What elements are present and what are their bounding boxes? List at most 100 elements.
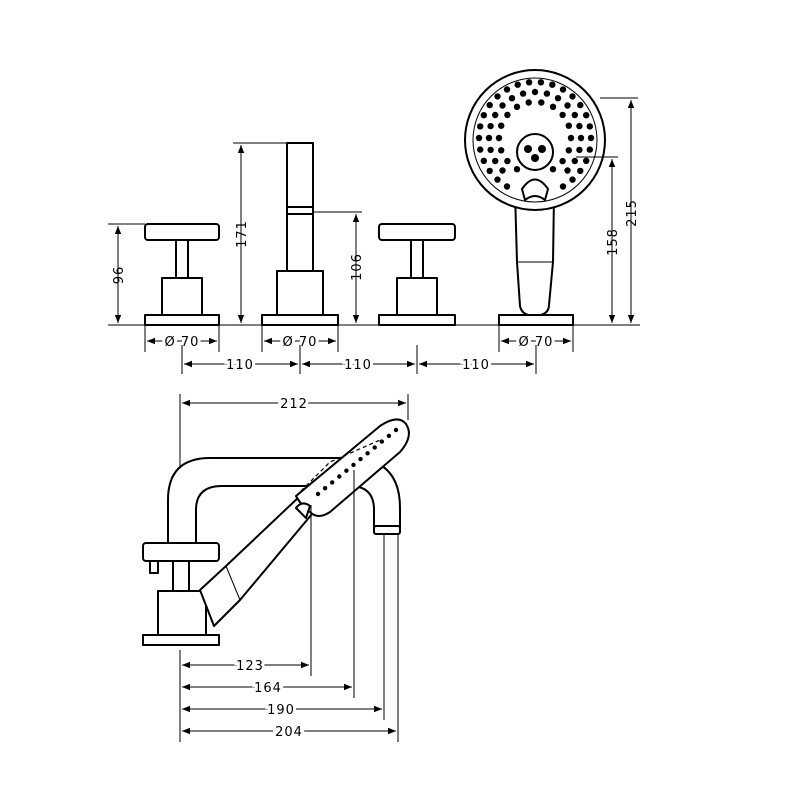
shower-nozzle bbox=[486, 167, 493, 175]
shower-nozzle bbox=[504, 157, 511, 165]
shower-base bbox=[498, 314, 574, 326]
dim-204-label: 204 bbox=[275, 725, 303, 740]
side-shower-nozzle bbox=[322, 486, 328, 491]
front-view: 96 171 106 158 215 Ø 70 Ø 70 bbox=[108, 69, 640, 376]
shower-nozzle bbox=[525, 99, 532, 106]
shower-nozzle bbox=[538, 99, 545, 106]
left-valve bbox=[144, 223, 220, 326]
shower-nozzle bbox=[494, 93, 501, 100]
shower-nozzle bbox=[537, 79, 545, 86]
side-shower-hidden-line bbox=[295, 439, 381, 497]
front-vertical-dimensions: 96 171 106 158 215 bbox=[108, 97, 640, 326]
shower-nozzle bbox=[577, 101, 584, 109]
shower-nozzle bbox=[498, 147, 505, 154]
side-shower-nozzle bbox=[379, 439, 384, 444]
shower-nozzles bbox=[475, 79, 595, 190]
side-valve-body bbox=[157, 590, 207, 636]
shower-neck bbox=[521, 178, 549, 201]
shower-nozzle bbox=[569, 93, 576, 100]
side-view: 212 123 164 190 204 bbox=[142, 394, 410, 743]
shower-nozzle bbox=[571, 111, 578, 119]
shower-nozzle bbox=[567, 134, 575, 142]
side-shower-nozzle bbox=[330, 480, 335, 485]
side-shower-nozzle bbox=[386, 433, 392, 438]
right-valve-base bbox=[378, 314, 456, 326]
side-shower-nozzle bbox=[372, 445, 377, 450]
dim-dia-spout-label: Ø 70 bbox=[283, 335, 318, 350]
front-diameter-dimensions: Ø 70 Ø 70 Ø 70 bbox=[144, 325, 574, 353]
shower-nozzle bbox=[571, 157, 578, 165]
side-shower-nozzle bbox=[365, 451, 370, 456]
side-shower-nozzle bbox=[393, 427, 399, 433]
shower-nozzle bbox=[513, 103, 521, 111]
shower-nozzle bbox=[564, 102, 571, 109]
shower-nozzle bbox=[499, 167, 506, 174]
dim-171-label: 171 bbox=[235, 220, 250, 248]
side-shower-nozzle bbox=[344, 468, 349, 473]
shower-nozzle bbox=[554, 95, 562, 102]
dim-spacing-1-label: 110 bbox=[226, 358, 254, 373]
shower-nozzle bbox=[549, 81, 556, 88]
shower-nozzle bbox=[477, 123, 484, 130]
dim-106-label: 106 bbox=[350, 253, 365, 281]
side-shower-neck bbox=[295, 502, 311, 519]
shower-nozzle bbox=[503, 183, 511, 190]
front-spacing-dimensions: 110 110 110 bbox=[181, 345, 537, 376]
shower-nozzle bbox=[565, 122, 572, 129]
shower-nozzle bbox=[577, 167, 584, 175]
shower-nozzle bbox=[577, 134, 585, 142]
spout bbox=[261, 142, 339, 326]
shower-nozzle bbox=[587, 134, 595, 142]
shower-nozzle bbox=[565, 147, 572, 154]
shower-nozzle bbox=[549, 103, 557, 111]
shower-nozzle bbox=[576, 122, 583, 130]
shower-nozzle bbox=[513, 166, 521, 173]
dim-dia-shower-label: Ø 70 bbox=[519, 335, 554, 350]
dim-215-label: 215 bbox=[625, 199, 640, 227]
shower-nozzle bbox=[559, 183, 567, 190]
spout-outlet bbox=[286, 206, 314, 215]
side-shower-ring bbox=[225, 565, 241, 601]
shower-nozzle bbox=[503, 86, 511, 93]
shower-nozzle bbox=[485, 134, 493, 142]
shower-nozzle bbox=[583, 157, 590, 164]
shower-head-rim bbox=[472, 77, 598, 203]
shower-nozzle bbox=[569, 176, 576, 183]
shower-nozzle bbox=[559, 157, 566, 165]
shower-nozzle bbox=[492, 111, 499, 119]
shower-nozzle bbox=[586, 123, 593, 130]
side-shower-nozzles bbox=[315, 427, 399, 497]
shower-nozzle bbox=[492, 157, 499, 165]
dim-96-label: 96 bbox=[112, 266, 127, 285]
right-valve-stem bbox=[410, 239, 424, 279]
side-shower-nozzle bbox=[337, 474, 342, 479]
shower-nozzle bbox=[576, 146, 583, 154]
shower-nozzle bbox=[549, 166, 557, 173]
dim-190-label: 190 bbox=[267, 703, 295, 718]
left-valve-stem bbox=[175, 239, 189, 279]
shower-nozzle bbox=[543, 90, 551, 97]
shower-nozzle bbox=[487, 122, 494, 130]
dim-spacing-3-label: 110 bbox=[462, 358, 490, 373]
shower-nozzle bbox=[514, 81, 521, 88]
shower-nozzle bbox=[525, 79, 533, 86]
side-valve-stem bbox=[172, 560, 190, 592]
shower-nozzle bbox=[480, 157, 487, 164]
left-valve-base bbox=[144, 314, 220, 326]
left-valve-cross-handle bbox=[144, 223, 220, 241]
side-shower-nozzle bbox=[351, 462, 356, 468]
shower-nozzle bbox=[508, 95, 516, 102]
side-spout-outlet bbox=[373, 525, 401, 535]
dim-158-label: 158 bbox=[606, 228, 621, 256]
shower-nozzle bbox=[486, 101, 493, 109]
shower-nozzle bbox=[559, 86, 567, 93]
side-cross-handle bbox=[142, 542, 220, 562]
spout-base bbox=[261, 314, 339, 326]
right-valve bbox=[378, 223, 456, 326]
side-shower-nozzle bbox=[358, 456, 363, 462]
shower-head-center bbox=[516, 133, 554, 171]
shower-nozzle bbox=[477, 146, 484, 153]
shower-nozzle bbox=[564, 167, 571, 174]
side-shower-nozzle bbox=[315, 491, 321, 497]
